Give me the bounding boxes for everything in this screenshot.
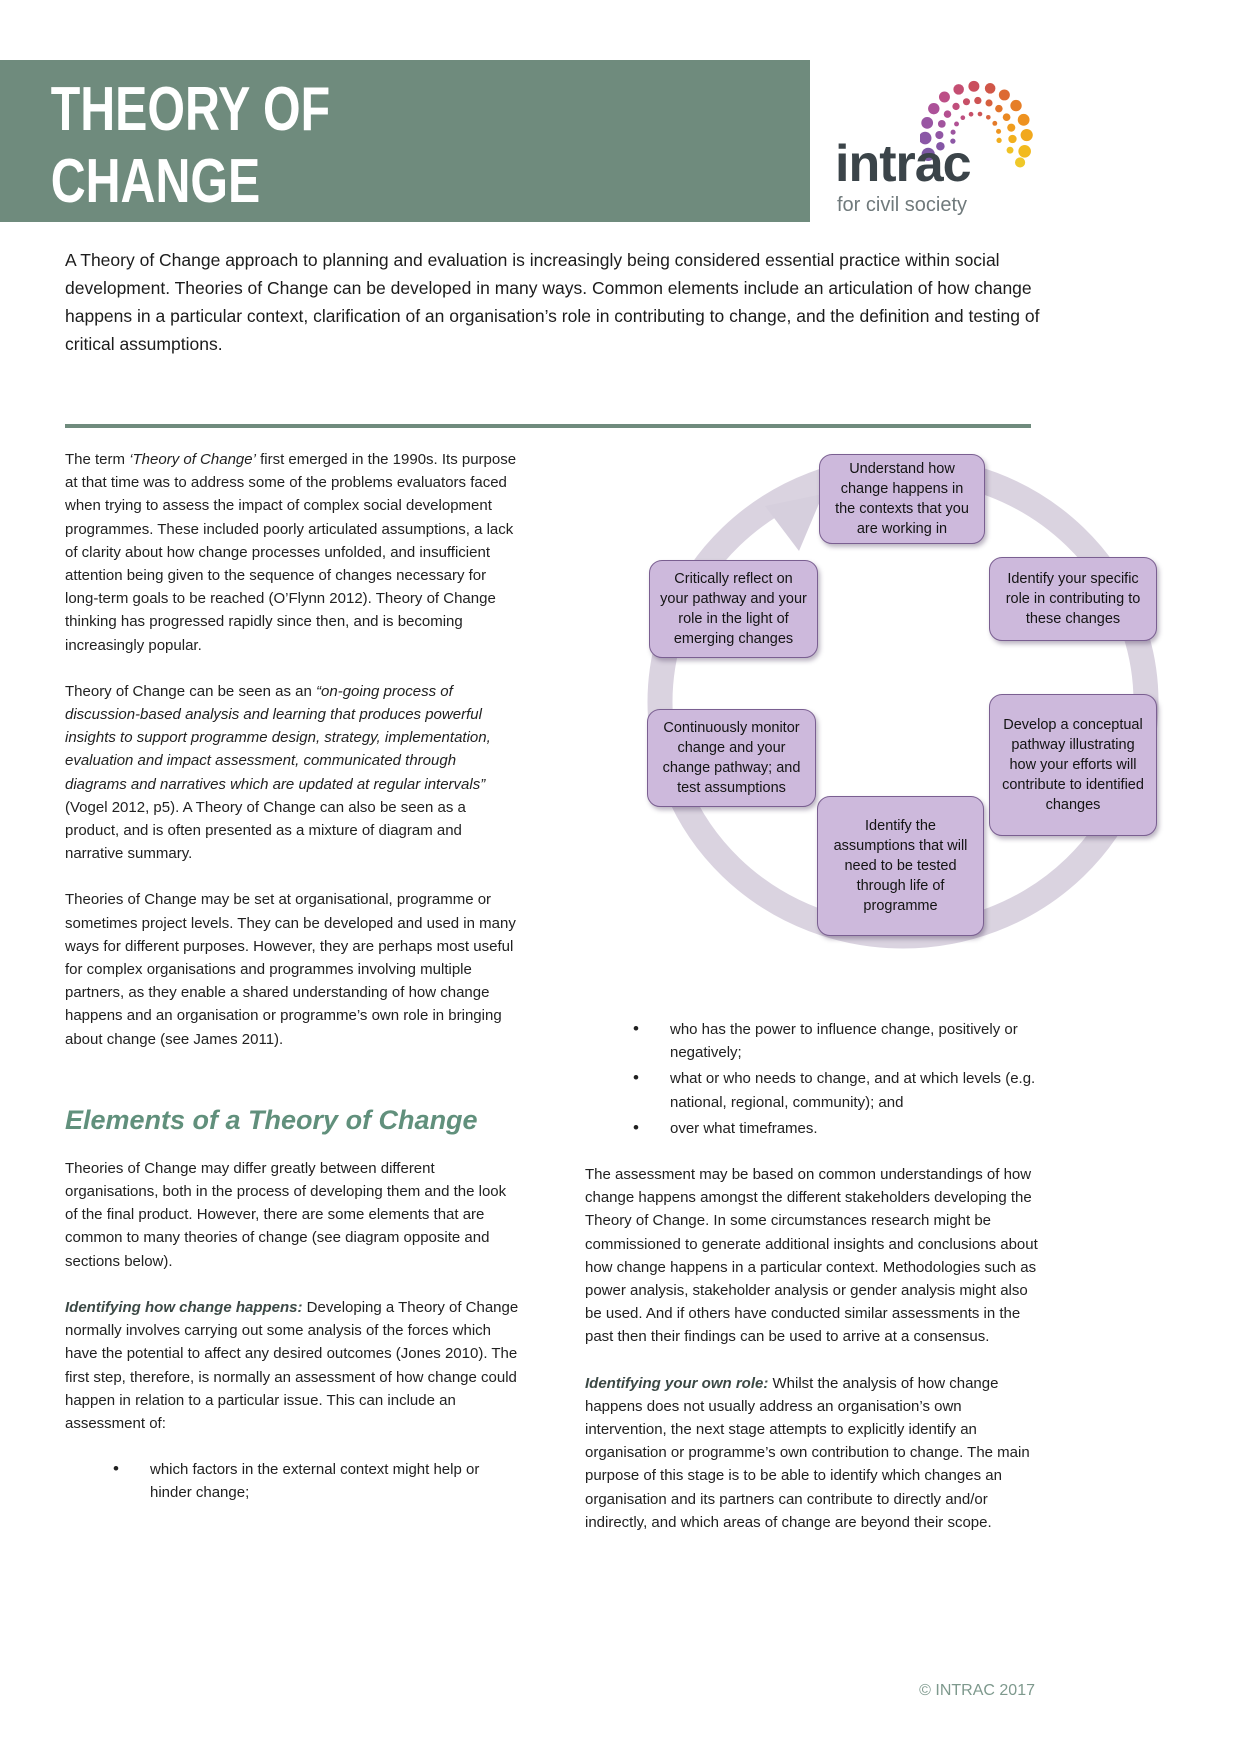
text-segment-italic: ‘Theory of Change’ bbox=[129, 451, 256, 468]
paragraph-levels: Theories of Change may be set at organis… bbox=[65, 891, 516, 1048]
diagram-box-develop-pathway: Develop a conceptual pathway illustratin… bbox=[989, 694, 1157, 836]
list-item: over what timeframes. bbox=[633, 1116, 1047, 1140]
paragraph-elements: Theories of Change may differ greatly be… bbox=[65, 1159, 507, 1270]
subheading-identifying-your-own-role: Identifying your own role: bbox=[585, 1374, 769, 1392]
left-column: The term ‘Theory of Change’ first emerge… bbox=[65, 448, 521, 1528]
diagram-box-identify-role: Identify your specific role in contribut… bbox=[989, 557, 1157, 641]
right-bullet-list: who has the power to influence change, p… bbox=[585, 1017, 1047, 1140]
list-item: which factors in the external context mi… bbox=[113, 1457, 521, 1504]
diagram-box-identify-assumptions: Identify the assumptions that will need … bbox=[817, 796, 984, 936]
intrac-logo-dots-icon bbox=[920, 80, 1033, 168]
text-segment: Theory of Change can be seen as an bbox=[65, 682, 317, 700]
text-segment-italic: “on-going process of discussion-based an… bbox=[65, 682, 491, 793]
page-title-line2: CHANGE bbox=[50, 147, 261, 216]
subheading-identifying-how-change-happens: Identifying how change happens: bbox=[65, 1298, 303, 1316]
diagram-box-critically-reflect: Critically reflect on your pathway and y… bbox=[649, 560, 818, 658]
text-segment: first emerged in the 1990s. Its purpose … bbox=[65, 451, 517, 654]
text-segment: Developing a Theory of Change normally i… bbox=[65, 1298, 519, 1432]
intrac-logo-word: intrac bbox=[835, 135, 972, 193]
diagram-box-monitor-change: Continuously monitor change and your cha… bbox=[647, 709, 816, 807]
paragraph-identifying-change: Identifying how change happens: Developi… bbox=[65, 1296, 521, 1435]
theory-of-change-cycle-diagram: Understand how change happens in the con… bbox=[647, 454, 1159, 956]
paragraph-assessment: The assessment may be based on common un… bbox=[585, 1166, 1038, 1346]
intrac-logo-tagline: for civil society bbox=[837, 194, 968, 216]
paragraph-history: The term ‘Theory of Change’ first emerge… bbox=[65, 448, 521, 657]
intro-paragraph: A Theory of Change approach to planning … bbox=[65, 250, 1040, 354]
text-segment: The term bbox=[65, 451, 130, 468]
text-segment: (Vogel 2012, p5). A Theory of Change can… bbox=[65, 798, 466, 863]
diagram-box-understand-change: Understand how change happens in the con… bbox=[819, 454, 985, 544]
text-segment: Whilst the analysis of how change happen… bbox=[585, 1374, 1030, 1531]
paragraph-definition: Theory of Change can be seen as an “on-g… bbox=[65, 680, 521, 866]
page-title-line1: THEORY OF bbox=[50, 75, 331, 144]
intrac-logo: intrac for civil society bbox=[835, 66, 1050, 222]
list-item: who has the power to influence change, p… bbox=[633, 1017, 1047, 1064]
right-column: Understand how change happens in the con… bbox=[585, 448, 1159, 1557]
paragraph-identifying-own-role: Identifying your own role: Whilst the an… bbox=[585, 1372, 1047, 1534]
section-heading: Elements of a Theory of Change bbox=[65, 1104, 478, 1135]
left-bullet-list: which factors in the external context mi… bbox=[65, 1457, 521, 1504]
copyright-notice: © INTRAC 2017 bbox=[919, 1682, 1035, 1699]
divider-rule bbox=[65, 424, 1031, 428]
list-item: what or who needs to change, and at whic… bbox=[633, 1066, 1047, 1113]
